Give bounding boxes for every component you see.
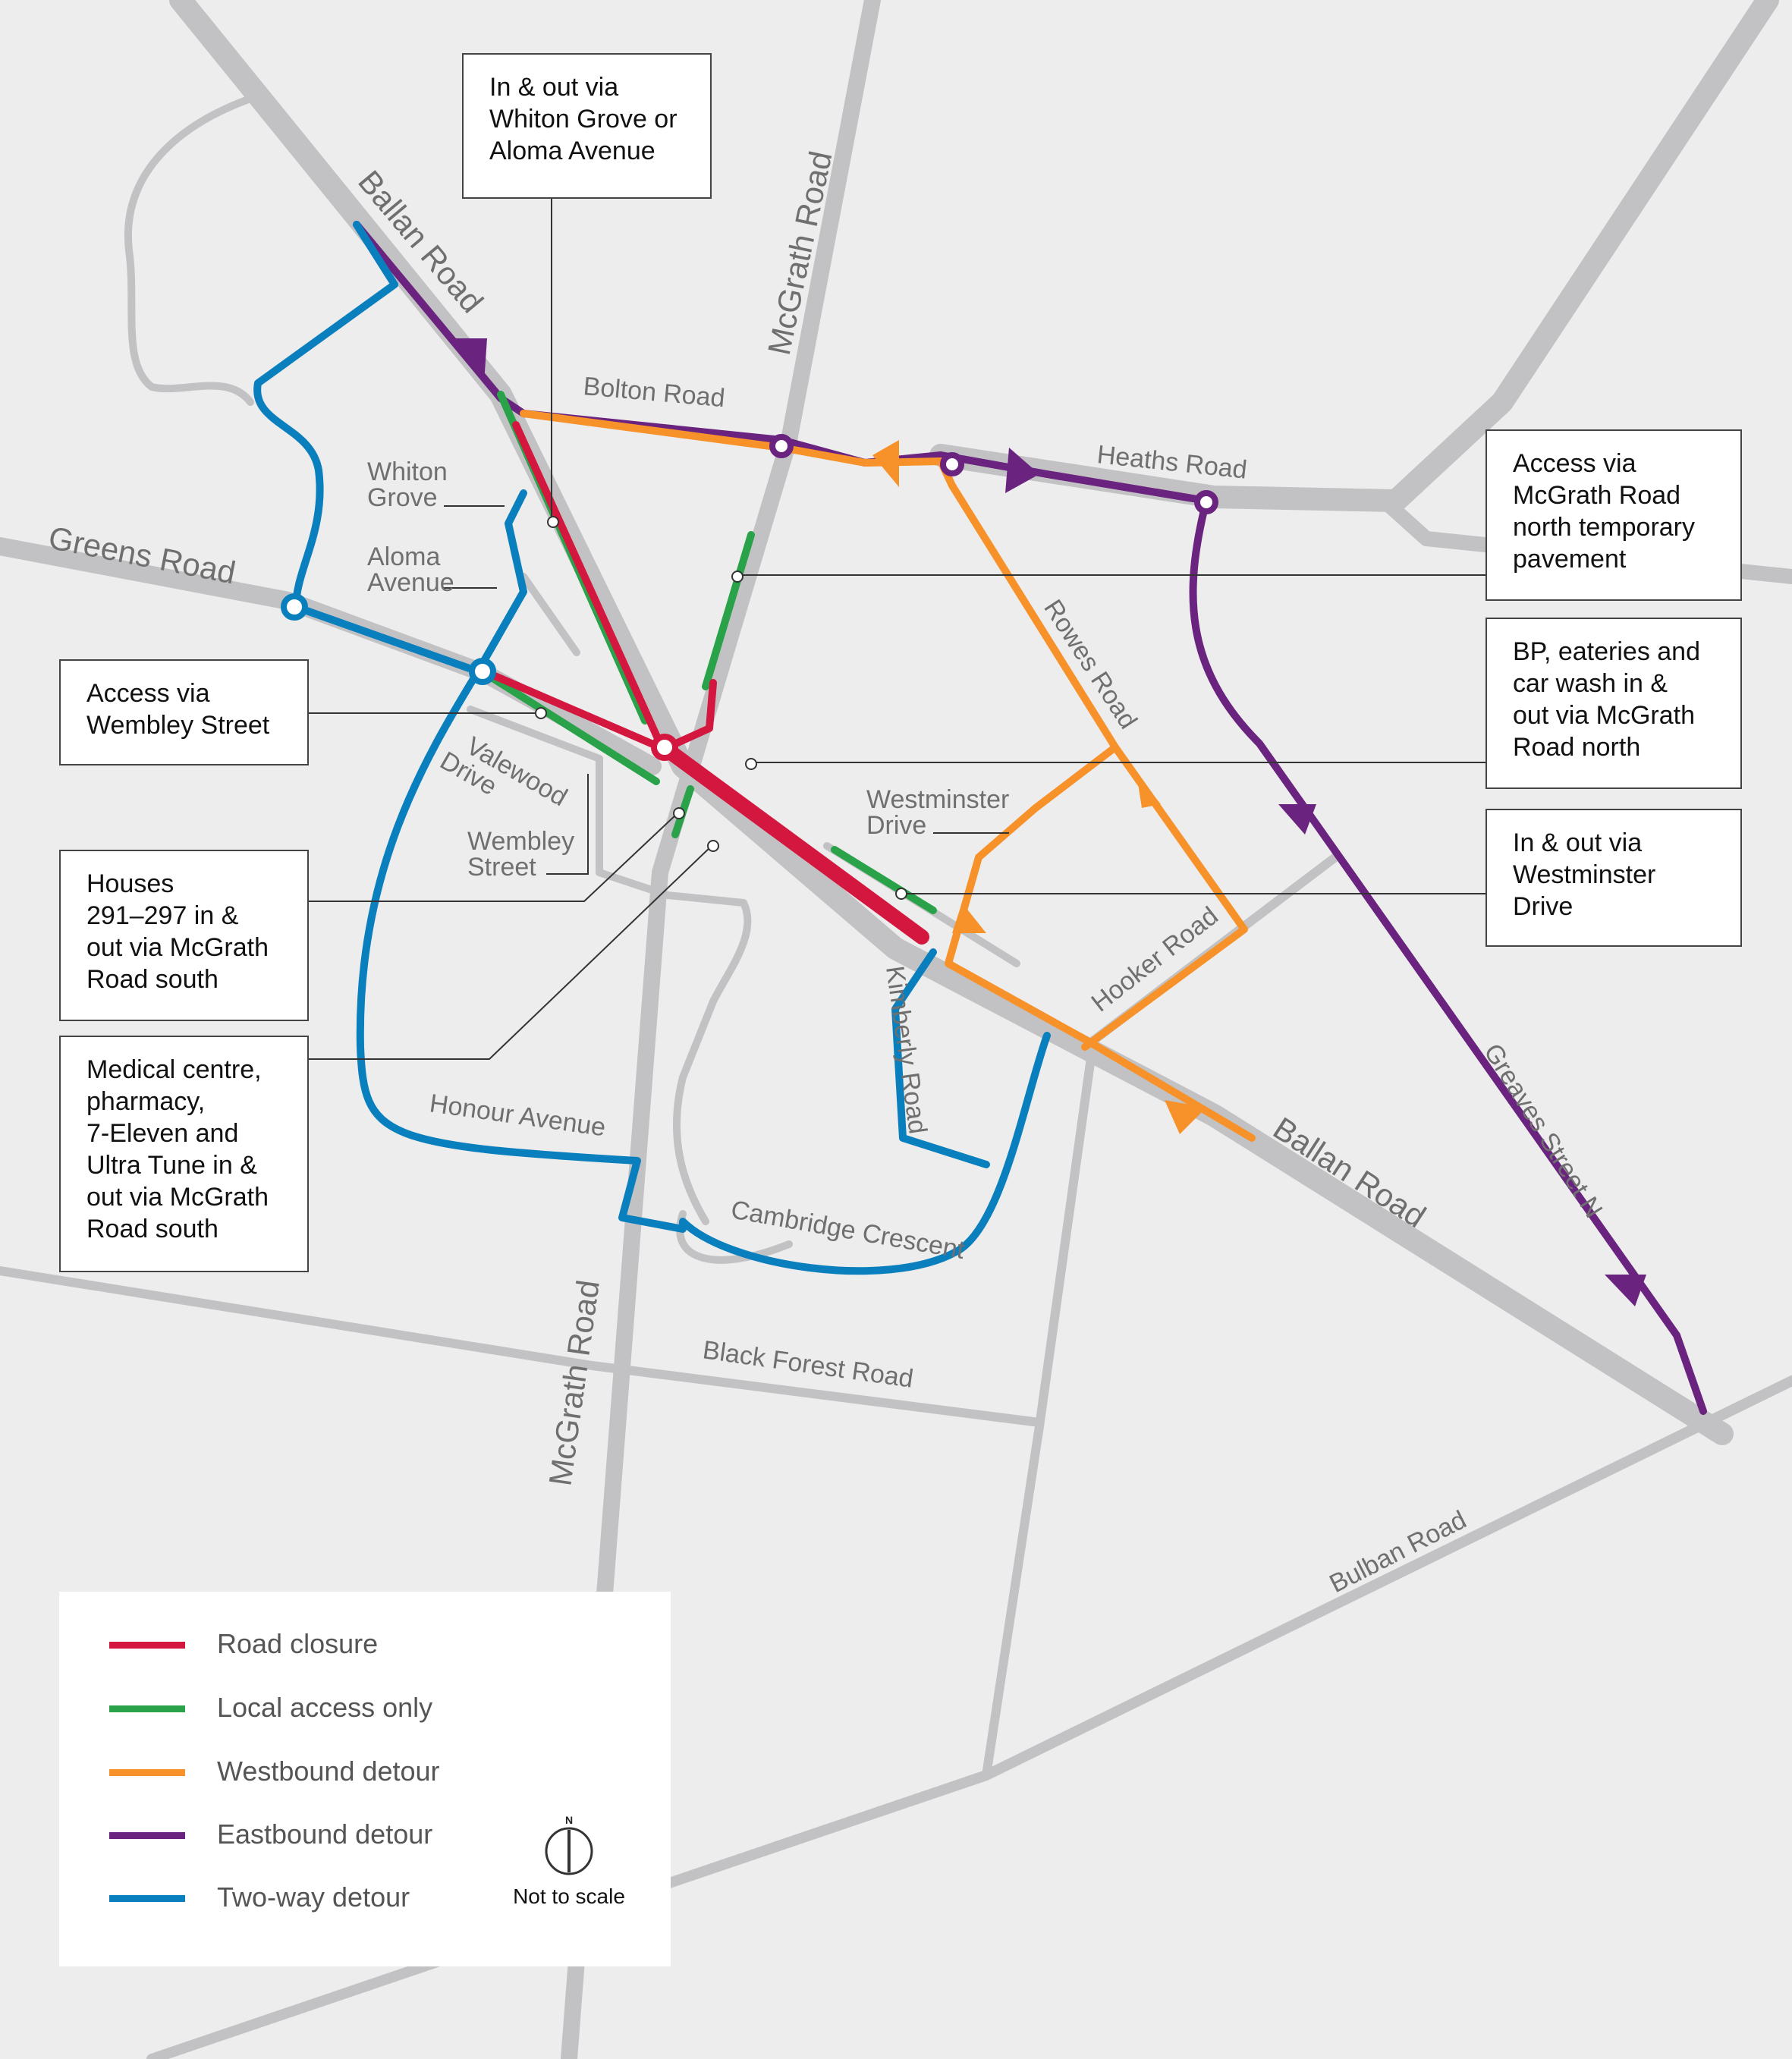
legend-label: Westbound detour [217,1756,440,1787]
westbound-detour [520,410,1256,1142]
marker-medical [707,840,719,852]
northwest-loop [124,95,254,406]
callout-whiton-aloma: In & out via Whiton Grove or Aloma Avenu… [462,53,712,199]
legend-label: Two-way detour [217,1881,410,1913]
legend-label: Road closure [217,1628,379,1659]
aloma-link [520,573,580,656]
callout-bp-eateries: BP, eateries and car wash in & out via M… [1485,618,1742,789]
local-access-westminster [831,846,937,914]
westbound-arrow-ballan [1165,1100,1206,1134]
callout-westminster: In & out via Westminster Drive [1485,809,1742,947]
westbound-arrow-rowes [1137,774,1161,808]
marker-westminster [895,888,907,900]
legend-swatch [109,1832,185,1839]
road-closure-mcgrath [664,679,717,751]
mcgrath-road [561,0,881,2059]
junction-main [651,734,678,761]
road-closure-greens [489,671,664,751]
marker-mcgrath-north [731,571,744,583]
local-access-greens [482,670,660,785]
eastbound-arrow-ballan [449,338,487,383]
label-mcgrath-south: McGrath Road [542,1278,606,1488]
eastbound-arrow-greaves-south [1605,1275,1646,1306]
label-honour-avenue: Honour Avenue [428,1089,608,1142]
marker-whiton-aloma [547,516,559,528]
callout-wembley: Access via Wembley Street [59,659,309,765]
legend-label: Local access only [217,1692,433,1723]
callout-mcgrath-north-pavement: Access via McGrath Road north temporary … [1485,429,1742,601]
compass-icon: N [545,1814,593,1875]
map-legend: Road closure Local access only Westbound… [59,1592,671,1966]
westbound-arrow-hooker [952,903,986,933]
road-closure-ballan-south [656,740,929,945]
eastbound-arrow-greaves-north [1278,804,1316,835]
local-access-mcgrath-north [702,531,755,690]
compass-north-label: N [565,1814,573,1826]
scale-note: Not to scale [513,1885,625,1908]
legend-swatch [109,1642,185,1649]
marker-wembley [535,707,547,719]
label-kimberly-road: Kimberly Road [880,964,932,1136]
legend-label: Eastbound detour [217,1819,433,1850]
legend-swatch [109,1705,185,1712]
callout-medical: Medical centre, pharmacy, 7-Eleven and U… [59,1036,309,1272]
eastbound-arrow-heaths [1005,448,1039,493]
valewood-road [467,706,752,1225]
leader-wembley-label [546,774,589,875]
marker-bp [745,758,757,770]
heaths-road-road [929,0,1779,512]
marker-houses [673,807,685,819]
leader-medical [307,845,712,1060]
junction-bolton [769,434,794,458]
junction-greens-twoway [281,593,308,621]
leader-houses [307,813,678,902]
junction-heaths [1194,490,1218,514]
label-bolton-road: Bolton Road [582,372,726,413]
black-forest-road-line [0,1266,1044,1427]
junction-rowes [940,452,964,476]
two-way-detour [253,221,1051,1275]
callout-houses: Houses 291–297 in & out via McGrath Road… [59,850,309,1021]
legend-swatch [109,1895,185,1902]
label-greaves-street: Greaves Street N [1478,1039,1608,1223]
east-north-south-road [982,1042,1097,1780]
junction-valewood [469,658,496,685]
road-closure-ballan-north [512,421,664,747]
legend-swatch [109,1769,185,1776]
westbound-arrow-bolton [872,440,899,487]
